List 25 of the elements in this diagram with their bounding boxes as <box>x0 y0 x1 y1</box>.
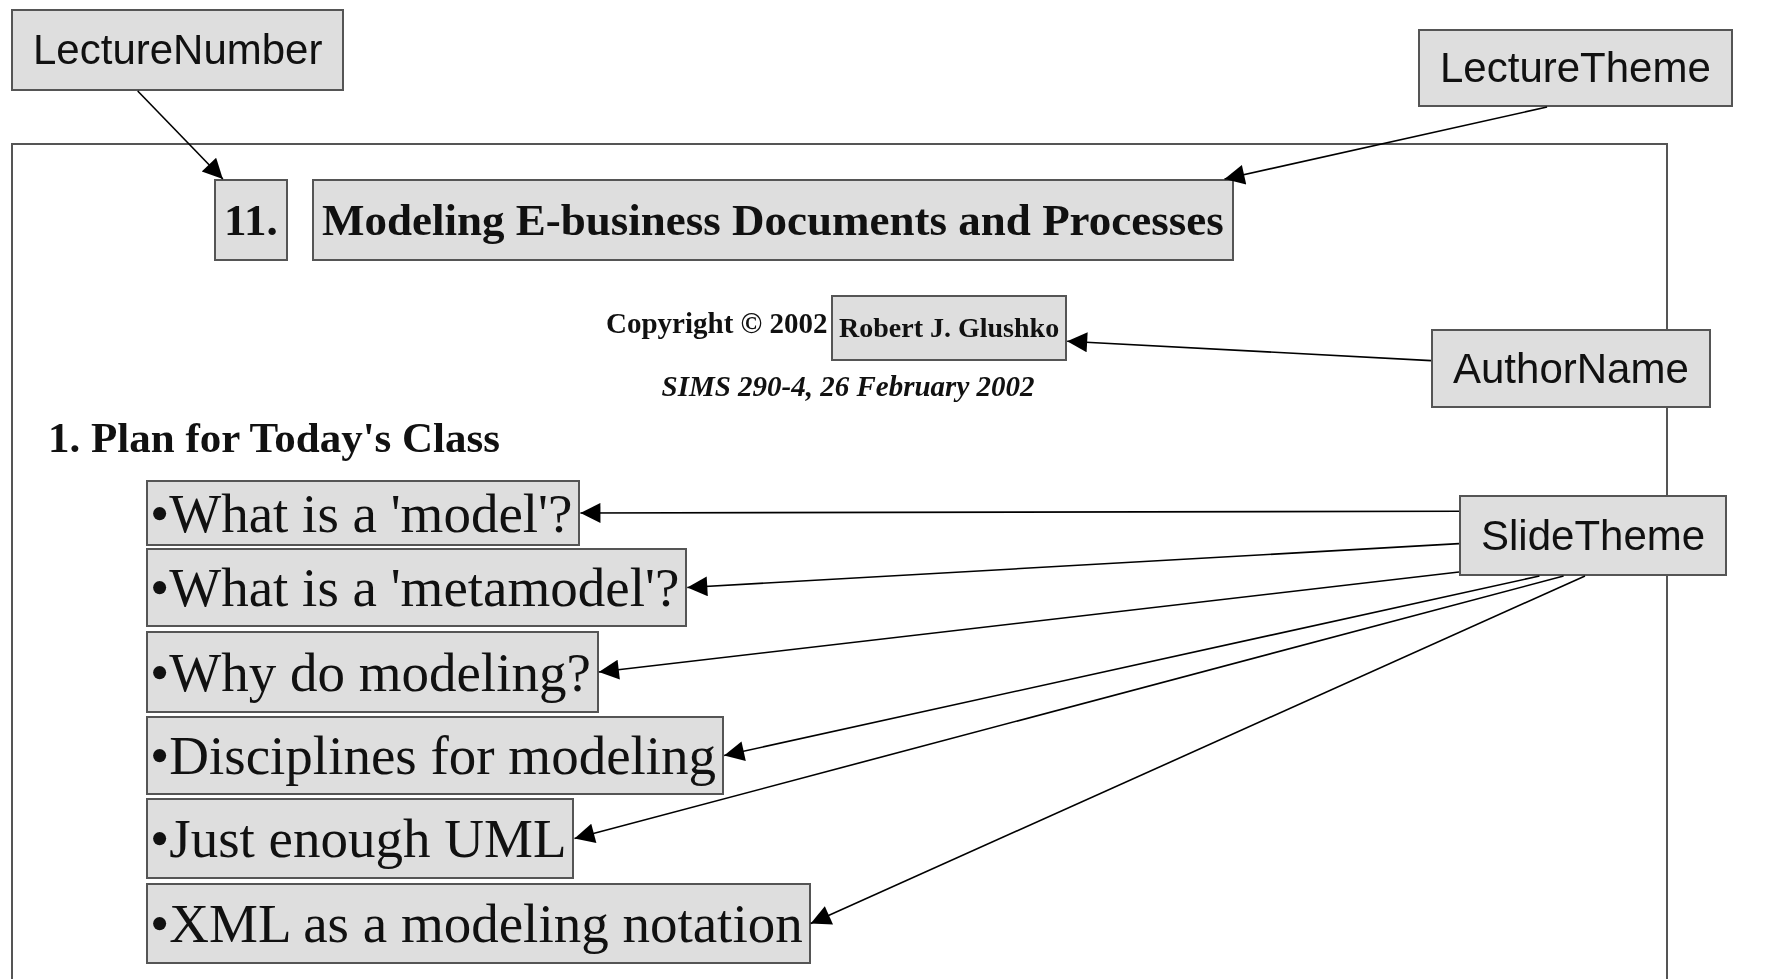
author-name-box: Robert J. Glushko <box>831 295 1068 361</box>
bullet-item-box: •XML as a modeling notation <box>146 883 811 964</box>
arrow <box>1223 106 1548 185</box>
arrow <box>136 90 224 180</box>
arrow <box>686 542 1460 597</box>
callout-label: LectureTheme <box>1418 29 1733 107</box>
callout-label: SlideTheme <box>1459 495 1728 576</box>
copyright-text: Copyright © 2002 <box>606 307 828 340</box>
section-heading: 1. Plan for Today's Class <box>48 413 501 462</box>
bullet-item-box: •Disciplines for modeling <box>146 716 725 795</box>
arrow <box>579 502 1460 523</box>
bullet-item-box: •What is a 'model'? <box>146 480 581 546</box>
arrow <box>1066 332 1432 362</box>
arrow <box>598 571 1460 680</box>
bullet-item-box: •Just enough UML <box>146 798 575 879</box>
callout-label: LectureNumber <box>11 9 345 91</box>
date-text: SIMS 290-4, 26 February 2002 <box>661 370 1035 403</box>
arrow <box>809 575 1586 925</box>
lecture-title-box: Modeling E-business Documents and Processes <box>312 179 1234 261</box>
arrow <box>723 575 1541 761</box>
bullet-item-box: •Why do modeling? <box>146 631 599 713</box>
bullet-item-box: •What is a 'metamodel'? <box>146 548 688 627</box>
arrow <box>573 575 1565 844</box>
callout-label: AuthorName <box>1431 329 1711 408</box>
lecture-number-box: 11. <box>214 179 288 261</box>
